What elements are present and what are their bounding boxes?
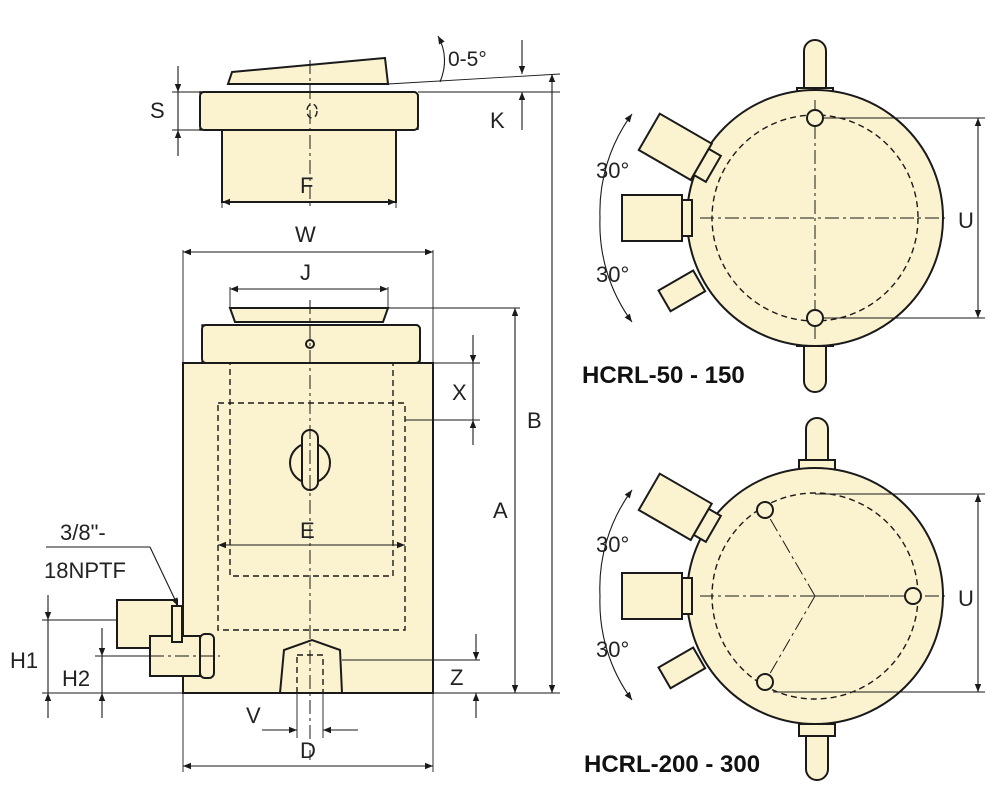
dim-z-label: Z: [450, 665, 463, 690]
dim-x-label: X: [452, 380, 467, 405]
dim-h2-label: H2: [62, 666, 90, 691]
port-thread-label-line1: 3/8"-: [60, 520, 106, 545]
fitting-lower: [657, 646, 707, 690]
handle-bottom-base: [798, 723, 836, 737]
dim-u-label-top: U: [958, 208, 974, 233]
fitting-lower: [657, 269, 707, 313]
dim-v-label: V: [246, 703, 261, 728]
mount-hole-lower: [756, 673, 774, 691]
angle-label-upper: 30°: [596, 532, 629, 557]
dim-a-label: A: [493, 498, 508, 523]
angle-label-lower: 30°: [596, 262, 629, 287]
dim-w-label: W: [295, 222, 316, 247]
mount-hole-bottom: [806, 309, 824, 327]
base-mount-boss: [278, 638, 344, 694]
model-label-top: HCRL-50 - 150: [582, 362, 745, 389]
top-view-hcrl-50-150: 30° 30° U HCRL-50 - 150: [582, 39, 985, 393]
piston-hidden-outline: [217, 402, 406, 631]
coupler-upper: [637, 112, 723, 184]
tilt-saddle-detail: S F 0-5° K: [150, 35, 561, 210]
mount-hole-upper: [756, 501, 774, 519]
dim-s-label: S: [150, 98, 165, 123]
coupler-middle: [621, 572, 683, 620]
dim-u-label-bottom: U: [958, 586, 974, 611]
angle-label-upper: 30°: [596, 158, 629, 183]
dim-k-label: K: [490, 108, 505, 133]
dim-h1-label: H1: [10, 648, 38, 673]
cylinder-body: [182, 362, 434, 694]
coupler-middle: [621, 194, 683, 242]
dim-e-label: E: [300, 518, 315, 543]
mount-hole-right: [904, 587, 922, 605]
model-label-bottom: HCRL-200 - 300: [584, 751, 760, 778]
mount-hole-top: [806, 109, 824, 127]
cylinder-front-view: W J E X A B Z V: [10, 74, 560, 772]
dim-d-label: D: [300, 738, 316, 763]
plunger-hidden-outline: [229, 362, 394, 577]
dim-j-label: J: [300, 260, 311, 285]
cylinder-saddle: [228, 307, 390, 323]
coupler-upper: [637, 472, 723, 544]
dim-b-label: B: [527, 408, 542, 433]
tilt-angle-label: 0-5°: [448, 48, 487, 71]
saddle-pin-hole: [306, 103, 318, 119]
dim-f-label: F: [300, 173, 313, 198]
coupler-nut: [171, 605, 183, 643]
angle-label-lower: 30°: [596, 637, 629, 662]
top-view-hcrl-200-300: 30° 30° U HCRL-200 - 300: [584, 417, 985, 781]
saddle-top-plate: [226, 56, 390, 85]
saddle-collar: [199, 91, 419, 131]
port-thread-label-line2: 18NPTF: [44, 558, 126, 583]
